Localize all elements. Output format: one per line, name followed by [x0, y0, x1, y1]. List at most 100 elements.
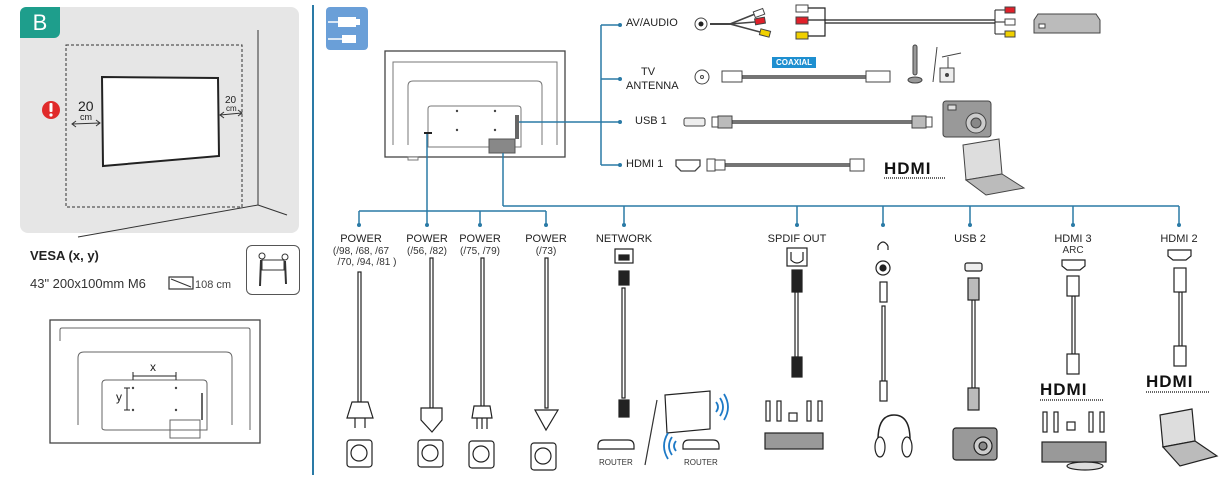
hdmi-logo: HDMI	[1040, 380, 1104, 401]
router-label-wired: ROUTER	[599, 458, 633, 467]
vesa-hole	[131, 386, 135, 390]
power-plug-icon	[420, 407, 443, 433]
laptop-icon	[962, 138, 1026, 196]
hdmi-cable	[675, 158, 865, 172]
floor-line	[257, 204, 288, 216]
section-divider	[312, 5, 314, 475]
power-cord	[544, 257, 549, 409]
cable-icon	[328, 17, 360, 43]
clearance-right-value: 20	[225, 95, 237, 106]
clearance-left-value: 20	[78, 98, 94, 114]
tv-back	[384, 50, 566, 161]
hdmi-logo: HDMI	[1146, 372, 1210, 393]
usb2-devices	[952, 262, 998, 461]
svg-text:HDMI: HDMI	[884, 159, 931, 178]
usb1-label: USB 1	[635, 115, 667, 127]
power-plug-icon	[346, 401, 374, 419]
camera-icon	[942, 100, 992, 138]
clearance-left-unit: cm	[80, 112, 92, 122]
hdmi-cable	[1071, 295, 1076, 355]
clearance-area	[65, 44, 243, 208]
ethernet-cable	[621, 287, 626, 399]
spdif-devices	[764, 247, 824, 450]
usb-port-icon	[964, 262, 983, 272]
headphone-devices	[874, 241, 913, 458]
power-cord	[429, 257, 434, 409]
hdmi-port-icon	[675, 159, 701, 172]
hdmi2-label: HDMI 2	[1160, 233, 1198, 245]
network-devices	[597, 248, 720, 466]
coaxial-cable	[694, 69, 891, 85]
clearance-arrow-right	[219, 112, 243, 116]
connector-dots	[357, 23, 1181, 227]
vesa-y-label: y	[116, 390, 122, 404]
connections-badge	[326, 7, 368, 50]
power-label-4: POWER	[525, 233, 567, 245]
router-label-wireless: ROUTER	[684, 458, 718, 467]
screen-diagonal-value: 108 cm	[195, 279, 232, 291]
antenna-icon	[907, 44, 962, 84]
hdmi-cable	[1178, 291, 1183, 347]
hdmi1-label: HDMI 1	[626, 158, 664, 170]
av-audio-cable	[694, 4, 1016, 40]
svg-text:HDMI: HDMI	[1040, 380, 1087, 399]
hdmi-port-icon	[1061, 259, 1086, 271]
router-icon	[682, 439, 720, 450]
network-label: NETWORK	[595, 233, 653, 245]
tv-screen	[100, 75, 221, 168]
laptop-icon	[1159, 408, 1219, 467]
spdif-label: SPDIF OUT	[767, 233, 827, 245]
power-plug-icon	[471, 405, 493, 419]
power-models-2: (/56, /82)	[406, 246, 448, 257]
home-theater-dvd-icon	[1041, 411, 1107, 471]
hdmi3-label: HDMI 3	[1054, 233, 1092, 245]
vesa-hole	[131, 408, 135, 412]
tv-wireless-icon	[664, 390, 711, 434]
usb-cable	[683, 115, 933, 129]
coaxial-badge: COAXIAL	[772, 57, 816, 68]
set-top-box-icon	[1033, 13, 1101, 34]
hdmi2-devices	[1159, 249, 1219, 467]
home-theater-icon	[764, 400, 824, 450]
vesa-title: VESA (x, y)	[30, 248, 99, 263]
av-audio-label: AV/AUDIO	[626, 17, 678, 29]
power-models-3: (/75, /79)	[459, 246, 501, 257]
usb-cable	[971, 299, 976, 389]
two-person-lift-icon	[246, 245, 300, 295]
power-models-4: (/73)	[535, 246, 557, 257]
vesa-spec: 43" 200x100mm M6	[30, 276, 146, 291]
usb2-label: USB 2	[954, 233, 986, 245]
vesa-x-label: x	[150, 360, 156, 374]
power-plug-icon	[533, 409, 560, 432]
svg-text:HDMI: HDMI	[1146, 372, 1193, 391]
floor-line	[77, 204, 259, 238]
connector-lines	[358, 24, 1180, 225]
headphones-device-icon	[874, 414, 913, 458]
section-badge: B	[20, 7, 60, 38]
audio-cable	[881, 305, 886, 382]
clearance-arrow-left	[71, 122, 101, 125]
power-models-1a: (/98, /68, /67	[332, 246, 390, 257]
camera-icon	[952, 427, 998, 461]
headphones-icon	[877, 241, 889, 250]
power-cord	[480, 257, 485, 409]
hdmi-port-icon	[1167, 249, 1192, 261]
vesa-hole	[174, 408, 178, 412]
clearance-right-unit: cm	[226, 104, 237, 113]
hdmi3-arc-label: ARC	[1062, 245, 1084, 256]
vesa-hole	[174, 386, 178, 390]
hdmi-logo: HDMI	[884, 159, 946, 179]
wifi-signal-icon	[663, 393, 729, 460]
hdmi3-devices	[1041, 259, 1107, 471]
router-icon	[597, 439, 635, 450]
power-cord	[357, 271, 362, 403]
power-label-2: POWER	[406, 233, 448, 245]
tv-antenna-label-line2: ANTENNA	[626, 80, 679, 92]
power-label-1: POWER	[340, 233, 382, 245]
antenna-jack-icon	[694, 69, 710, 85]
